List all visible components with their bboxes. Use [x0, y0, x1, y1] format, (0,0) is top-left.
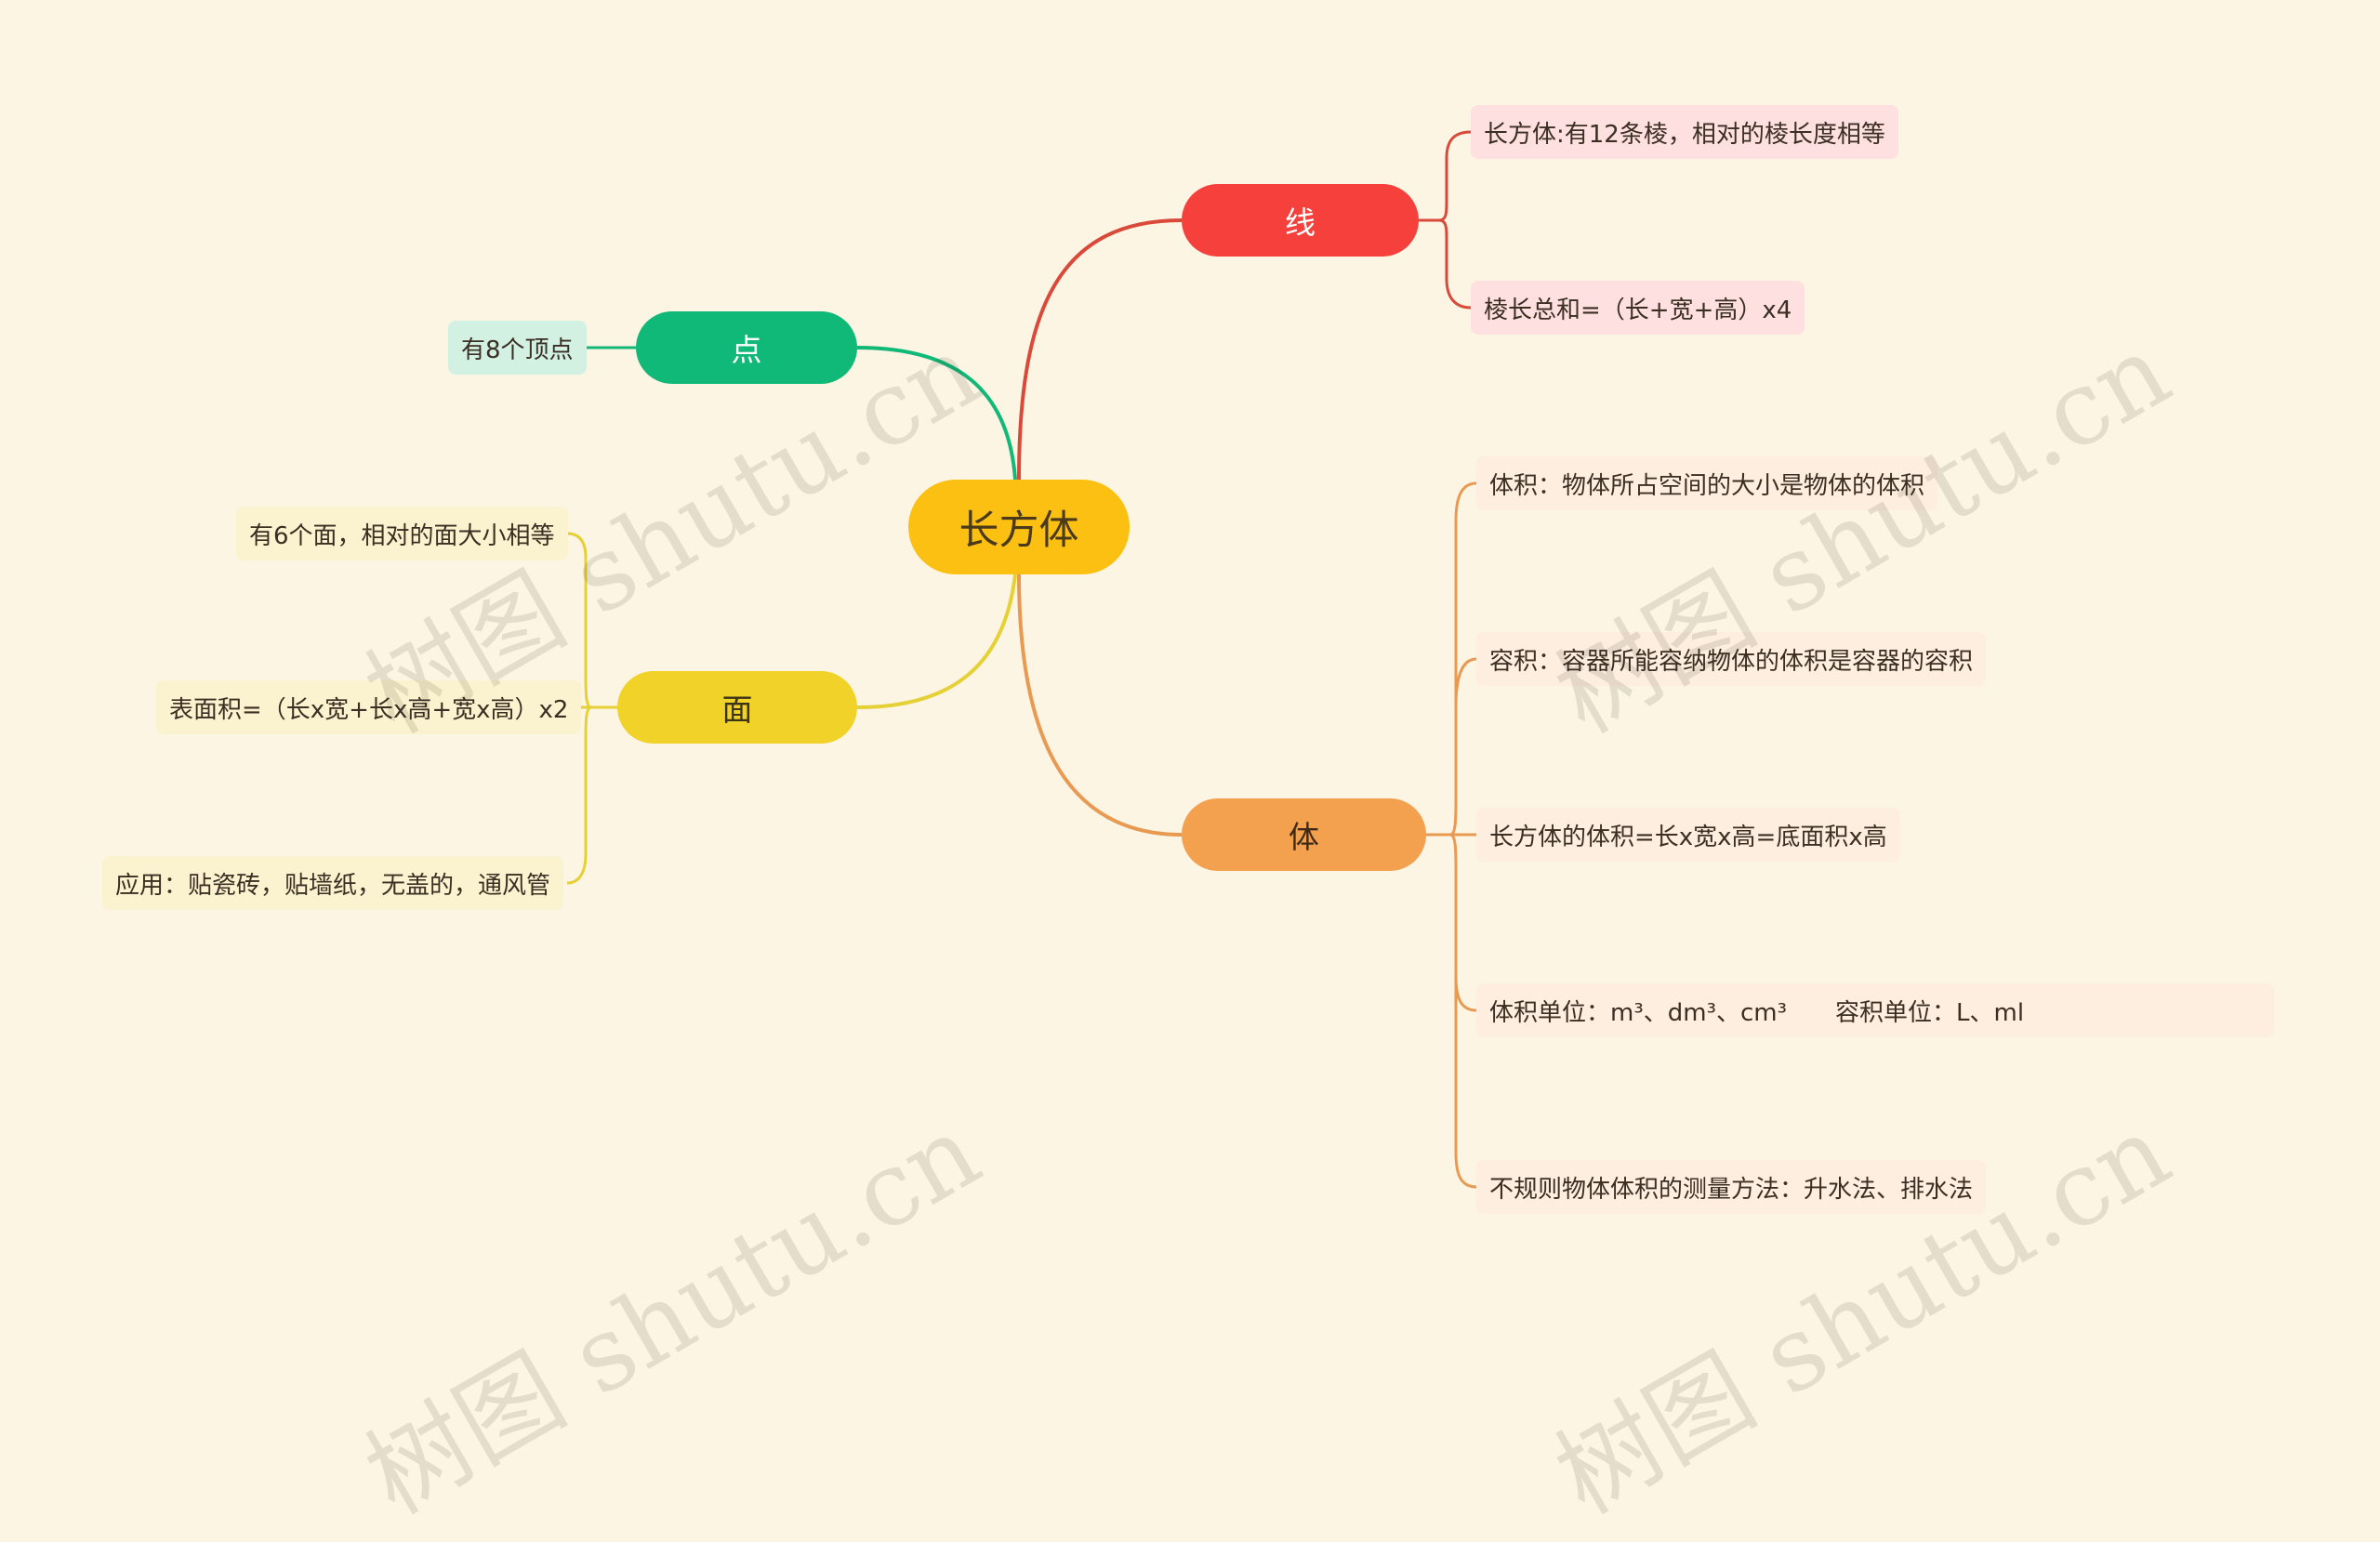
leaf-ti-capacity[interactable]: 容积：容器所能容纳物体的体积是容器的容积 [1476, 632, 1987, 686]
leaf-mian-application[interactable]: 应用：贴瓷砖，贴墙纸，无盖的，通风管 [102, 856, 564, 910]
branch-node-mian[interactable]: 面 [617, 671, 857, 744]
leaf-xian-edges[interactable]: 长方体:有12条棱，相对的棱长度相等 [1471, 105, 1898, 159]
connector-ti-leaf-1 [1449, 481, 1477, 837]
connector-xian-leaf-2 [1438, 218, 1472, 310]
connector-ti-leaf-5 [1454, 967, 1477, 1189]
connector-ti-leaf-4 [1449, 833, 1477, 1012]
leaf-ti-irregular[interactable]: 不规则物体体积的测量方法：升水法、排水法 [1476, 1160, 1987, 1214]
connector-root-mian [856, 573, 1017, 709]
leaf-mian-surface-area[interactable]: 表面积=（长x宽+长x高+宽x高）x2 [156, 680, 582, 734]
connector-ti-leaf-2 [1454, 657, 1477, 707]
connector-mian-leaf-3 [566, 705, 592, 885]
leaf-ti-units[interactable]: 体积单位：m³、dm³、cm³ 容积单位：L、ml [1476, 983, 2274, 1037]
root-node[interactable]: 长方体 [908, 480, 1130, 574]
connector-root-xian [1017, 218, 1183, 481]
leaf-ti-volume[interactable]: 体积：物体所占空间的大小是物体的体积 [1476, 456, 1938, 510]
branch-node-xian[interactable]: 线 [1182, 184, 1419, 257]
leaf-xian-edge-sum[interactable]: 棱长总和=（长+宽+高）x4 [1471, 281, 1805, 335]
branch-node-dian[interactable]: 点 [636, 311, 857, 384]
connector-root-dian [856, 346, 1017, 481]
leaf-mian-faces[interactable]: 有6个面，相对的面大小相等 [236, 507, 568, 560]
connector-layer [566, 130, 1477, 1189]
leaf-dian-vertices[interactable]: 有8个顶点 [448, 321, 587, 375]
connector-root-ti [1017, 573, 1183, 837]
leaf-ti-volume-formula[interactable]: 长方体的体积=长x宽x高=底面积x高 [1476, 808, 1900, 862]
branch-node-ti[interactable]: 体 [1182, 798, 1426, 871]
connector-xian-leaf-1 [1419, 130, 1472, 222]
connector-mian-leaf-1 [566, 532, 592, 709]
